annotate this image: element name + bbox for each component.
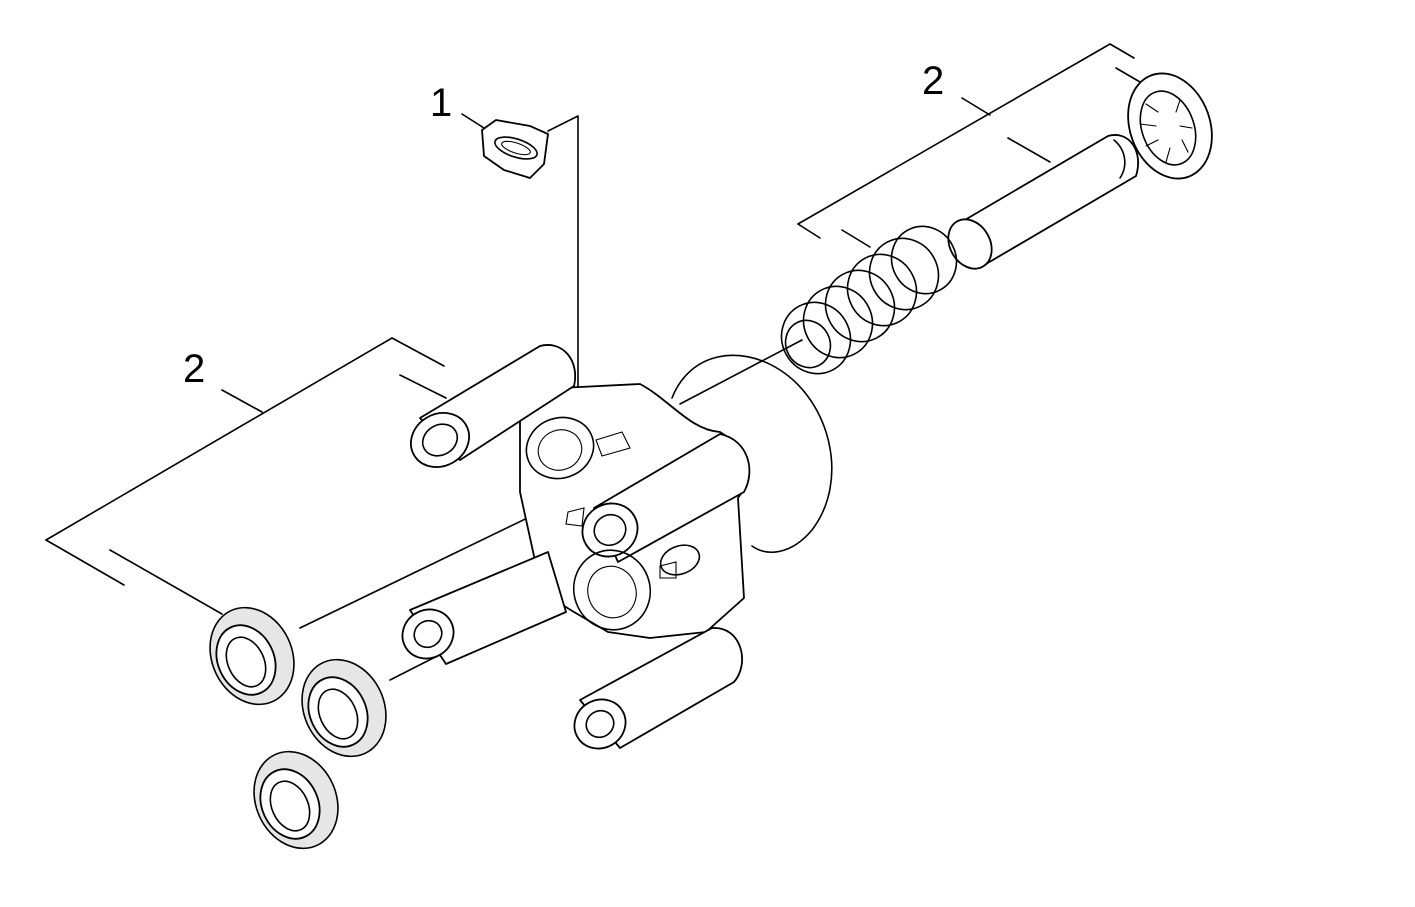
spring	[780, 225, 958, 375]
distributor-body	[401, 344, 751, 750]
callout-label-2-right: 2	[922, 59, 944, 103]
snap-ring	[1127, 72, 1213, 180]
seal-ring-3	[253, 750, 339, 850]
plunger-pin	[947, 134, 1139, 270]
callout-label-2-left: 2	[183, 347, 205, 391]
o-ring	[671, 354, 833, 553]
seal-part-1	[481, 119, 549, 179]
seal-ring-2	[301, 658, 387, 758]
seal-ring-1	[209, 606, 295, 706]
callout-label-1: 1	[430, 81, 452, 125]
